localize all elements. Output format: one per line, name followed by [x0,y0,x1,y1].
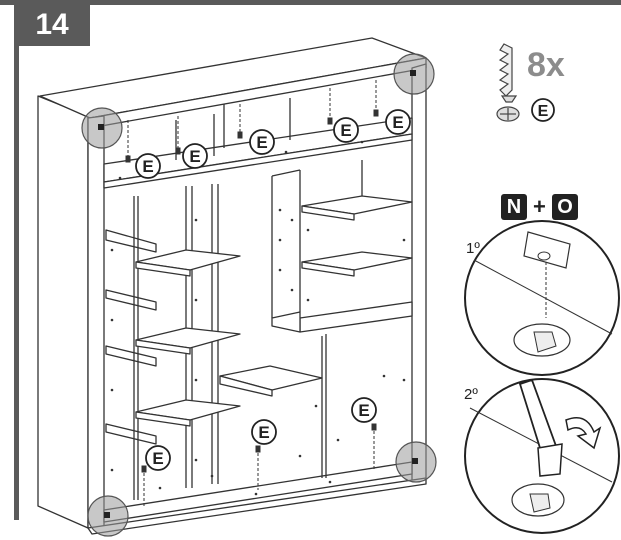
step-number: 14 [14,4,90,46]
e-callout-circle [251,419,277,445]
e-callout-circle [145,445,171,471]
e-callout-circle [333,117,359,143]
plus-sign: + [533,194,546,219]
e-callout-label: E [358,401,369,420]
legend-part-label: E [538,103,549,120]
hole-dots [110,140,406,496]
wardrobe [37,37,427,535]
e-callout-circle [182,143,208,169]
legend-e-circle [531,98,555,122]
e-callout-label: E [392,113,403,132]
screw-icon [496,43,520,122]
e-callout-label: E [142,157,153,176]
left-rule [14,40,19,520]
step-order-second: 2º [464,386,478,403]
detail-2 [464,378,620,534]
bottom-screws [141,423,377,506]
e-callout-label: E [340,121,351,140]
top-rule [0,0,621,5]
top-screws [125,80,379,163]
e-callouts [135,98,555,471]
e-callout-label: E [256,133,267,152]
e-callout-circle [135,153,161,179]
e-callout-label: E [189,147,200,166]
e-callout-circle [249,129,275,155]
part-badge-o: O [552,194,578,220]
step-order-first: 1º [466,240,480,257]
part-badge-n: N [501,194,527,220]
e-callout-label: E [152,449,163,468]
e-callout-circle [351,397,377,423]
e-callout-circle [385,109,411,135]
corner-fittings [98,70,418,518]
e-callout-label: E [258,423,269,442]
detail-1 [464,220,620,376]
screw-quantity: 8x [527,46,565,84]
